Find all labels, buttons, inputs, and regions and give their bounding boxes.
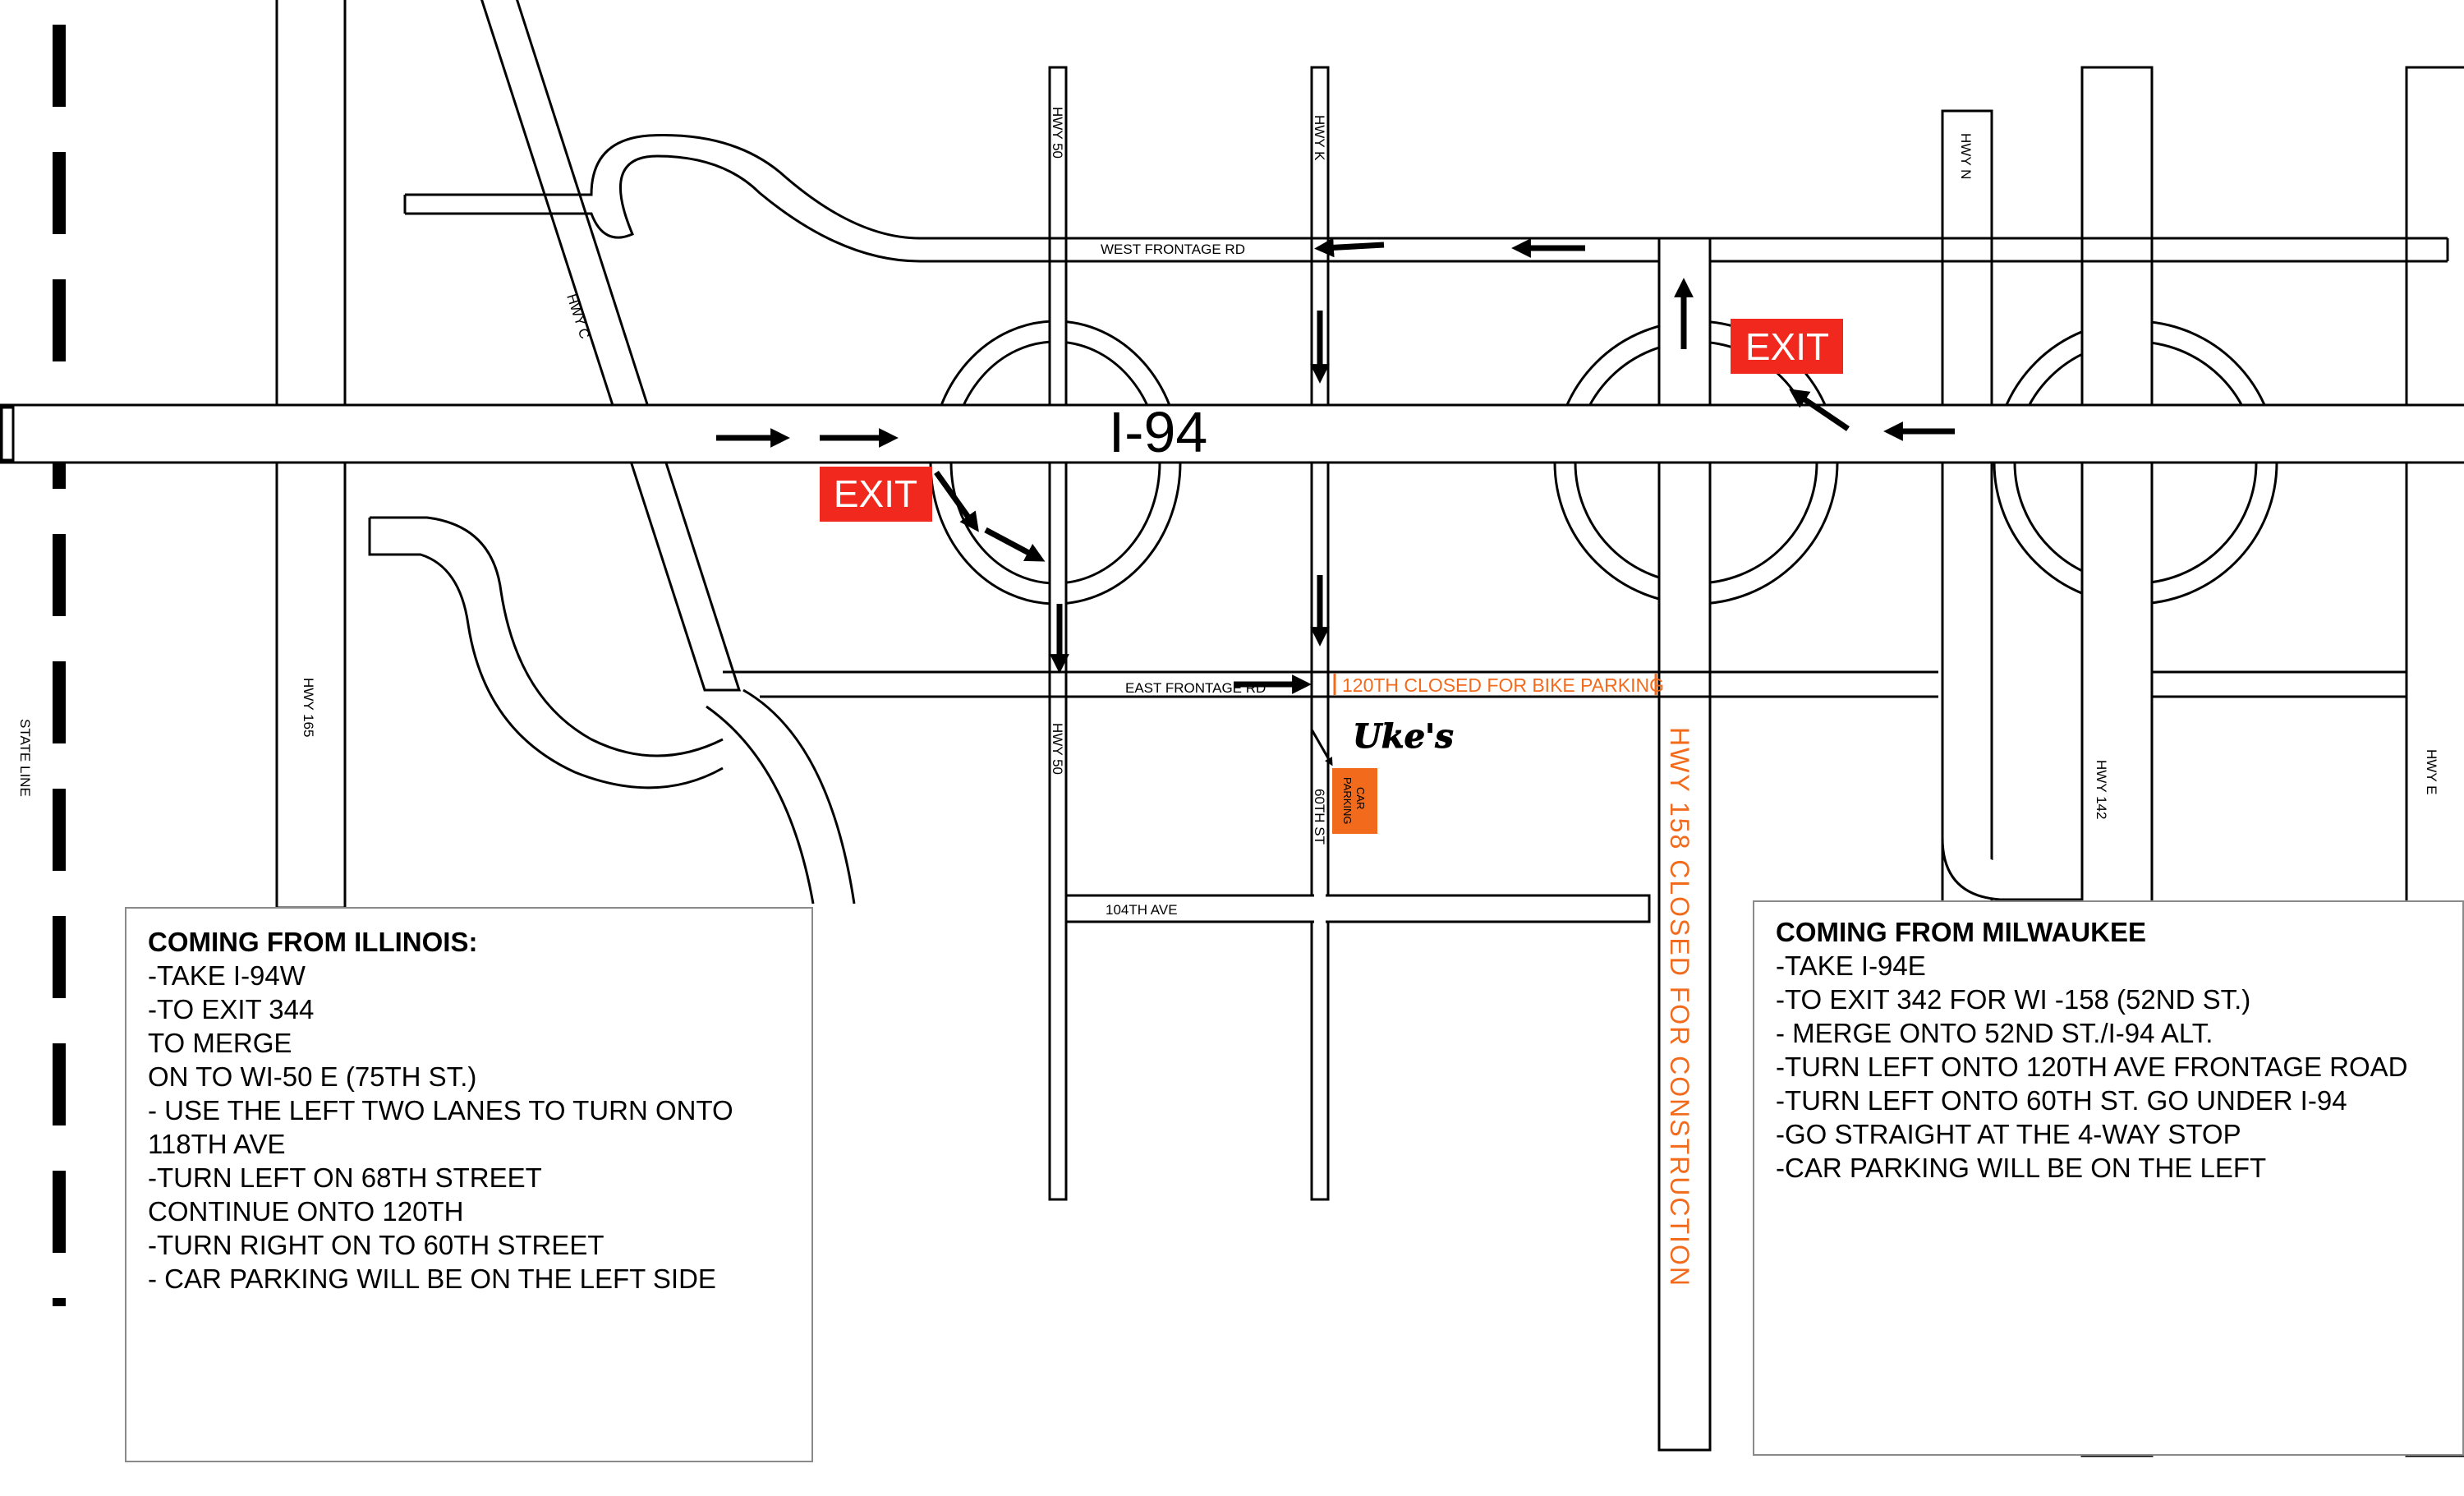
milwaukee-line: -GO STRAIGHT AT THE 4-WAY STOP: [1776, 1119, 2241, 1149]
road-labels: WEST FRONTAGE RD EAST FRONTAGE RD HWY C …: [17, 107, 2439, 918]
hwy-142-label: HWY 142: [2094, 760, 2109, 819]
svg-text:Uke's: Uke's: [1353, 717, 1454, 756]
exit-sign-right: EXIT: [1731, 319, 1843, 374]
i94-highway: I-94: [0, 400, 2464, 464]
milwaukee-line: -TURN LEFT ONTO 120TH AVE FRONTAGE ROAD: [1776, 1052, 2408, 1082]
hwy-k-label: HWY K: [1312, 115, 1327, 161]
west-frontage-label: WEST FRONTAGE RD: [1101, 242, 1245, 257]
directions-milwaukee: COMING FROM MILWAUKEE -TAKE I-94E -TO EX…: [1753, 900, 2464, 1456]
venue-logo: Uke's: [1353, 717, 1455, 757]
hwy-e-label: HWY E: [2424, 749, 2439, 794]
svg-text:EXIT: EXIT: [1745, 325, 1829, 368]
hwy-165-label: HWY 165: [301, 678, 316, 737]
illinois-line: 118TH AVE: [148, 1129, 286, 1159]
west-ramp: [368, 516, 856, 905]
milwaukee-line: -TO EXIT 342 FOR WI -158 (52ND ST.): [1776, 984, 2251, 1015]
arrow-exit-2: [984, 527, 1046, 562]
hwy-c-road: [480, 0, 742, 692]
illinois-line: CONTINUE ONTO 120TH: [148, 1196, 464, 1227]
direction-arrows: [716, 237, 1955, 766]
closures: 120TH CLOSED FOR BIKE PARKING HWY 158 CL…: [1333, 674, 1694, 1287]
104th-ave-road: [1064, 894, 1651, 923]
east-frontage-road: [723, 670, 2407, 698]
bike-parking-closure: 120TH CLOSED FOR BIKE PARKING: [1342, 674, 1664, 696]
car-parking-marker: CAR PARKING: [1332, 768, 1377, 834]
i94-label: I-94: [1109, 400, 1208, 464]
illinois-line: TO MERGE: [148, 1028, 292, 1058]
60th-st-label: 60TH ST: [1312, 789, 1327, 845]
directions-illinois: COMING FROM ILLINOIS: -TAKE I-94W -TO EX…: [125, 907, 813, 1462]
milwaukee-line: -TURN LEFT ONTO 60TH ST. GO UNDER I-94: [1776, 1085, 2347, 1116]
milwaukee-line: - MERGE ONTO 52ND ST./I-94 ALT.: [1776, 1018, 2213, 1048]
hwy-50-top-label: HWY 50: [1050, 107, 1065, 159]
hwy158-closure: HWY 158 CLOSED FOR CONSTRUCTION: [1665, 727, 1694, 1287]
illinois-line: - USE THE LEFT TWO LANES TO TURN ONTO: [148, 1095, 733, 1125]
arrow-exit-right: [1789, 389, 1850, 431]
illinois-line: -TURN RIGHT ON TO 60TH STREET: [148, 1230, 605, 1260]
west-frontage-road: [403, 134, 2449, 263]
illinois-line: ON TO WI-50 E (75TH ST.): [148, 1061, 477, 1092]
hwy-n-label: HWY N: [1958, 133, 1974, 179]
east-frontage-label: EAST FRONTAGE RD: [1125, 680, 1266, 696]
svg-text:EXIT: EXIT: [834, 472, 917, 515]
arrow-to-parking: [1310, 729, 1333, 766]
illinois-line: - CAR PARKING WILL BE ON THE LEFT SIDE: [148, 1264, 716, 1294]
milwaukee-title: COMING FROM MILWAUKEE: [1776, 917, 2146, 947]
exit-sign-left: EXIT: [820, 467, 932, 522]
milwaukee-line: -TAKE I-94E: [1776, 951, 1926, 981]
state-line-label: STATE LINE: [17, 719, 33, 797]
arrow-west-frontage-1: [1314, 237, 1385, 258]
illinois-line: -TURN LEFT ON 68TH STREET: [148, 1162, 542, 1193]
illinois-title: COMING FROM ILLINOIS:: [148, 927, 478, 957]
hwy-50-bottom-label: HWY 50: [1050, 723, 1065, 775]
illinois-line: -TAKE I-94W: [148, 960, 306, 991]
milwaukee-line: -CAR PARKING WILL BE ON THE LEFT: [1776, 1153, 2267, 1183]
104th-ave-label: 104TH AVE: [1106, 902, 1178, 918]
arrow-exit-1: [934, 470, 979, 532]
svg-text:CAR: CAR: [1354, 787, 1367, 809]
illinois-line: -TO EXIT 344: [148, 994, 315, 1024]
svg-text:PARKING: PARKING: [1341, 777, 1354, 825]
hwy-n-road: [1941, 109, 1993, 934]
